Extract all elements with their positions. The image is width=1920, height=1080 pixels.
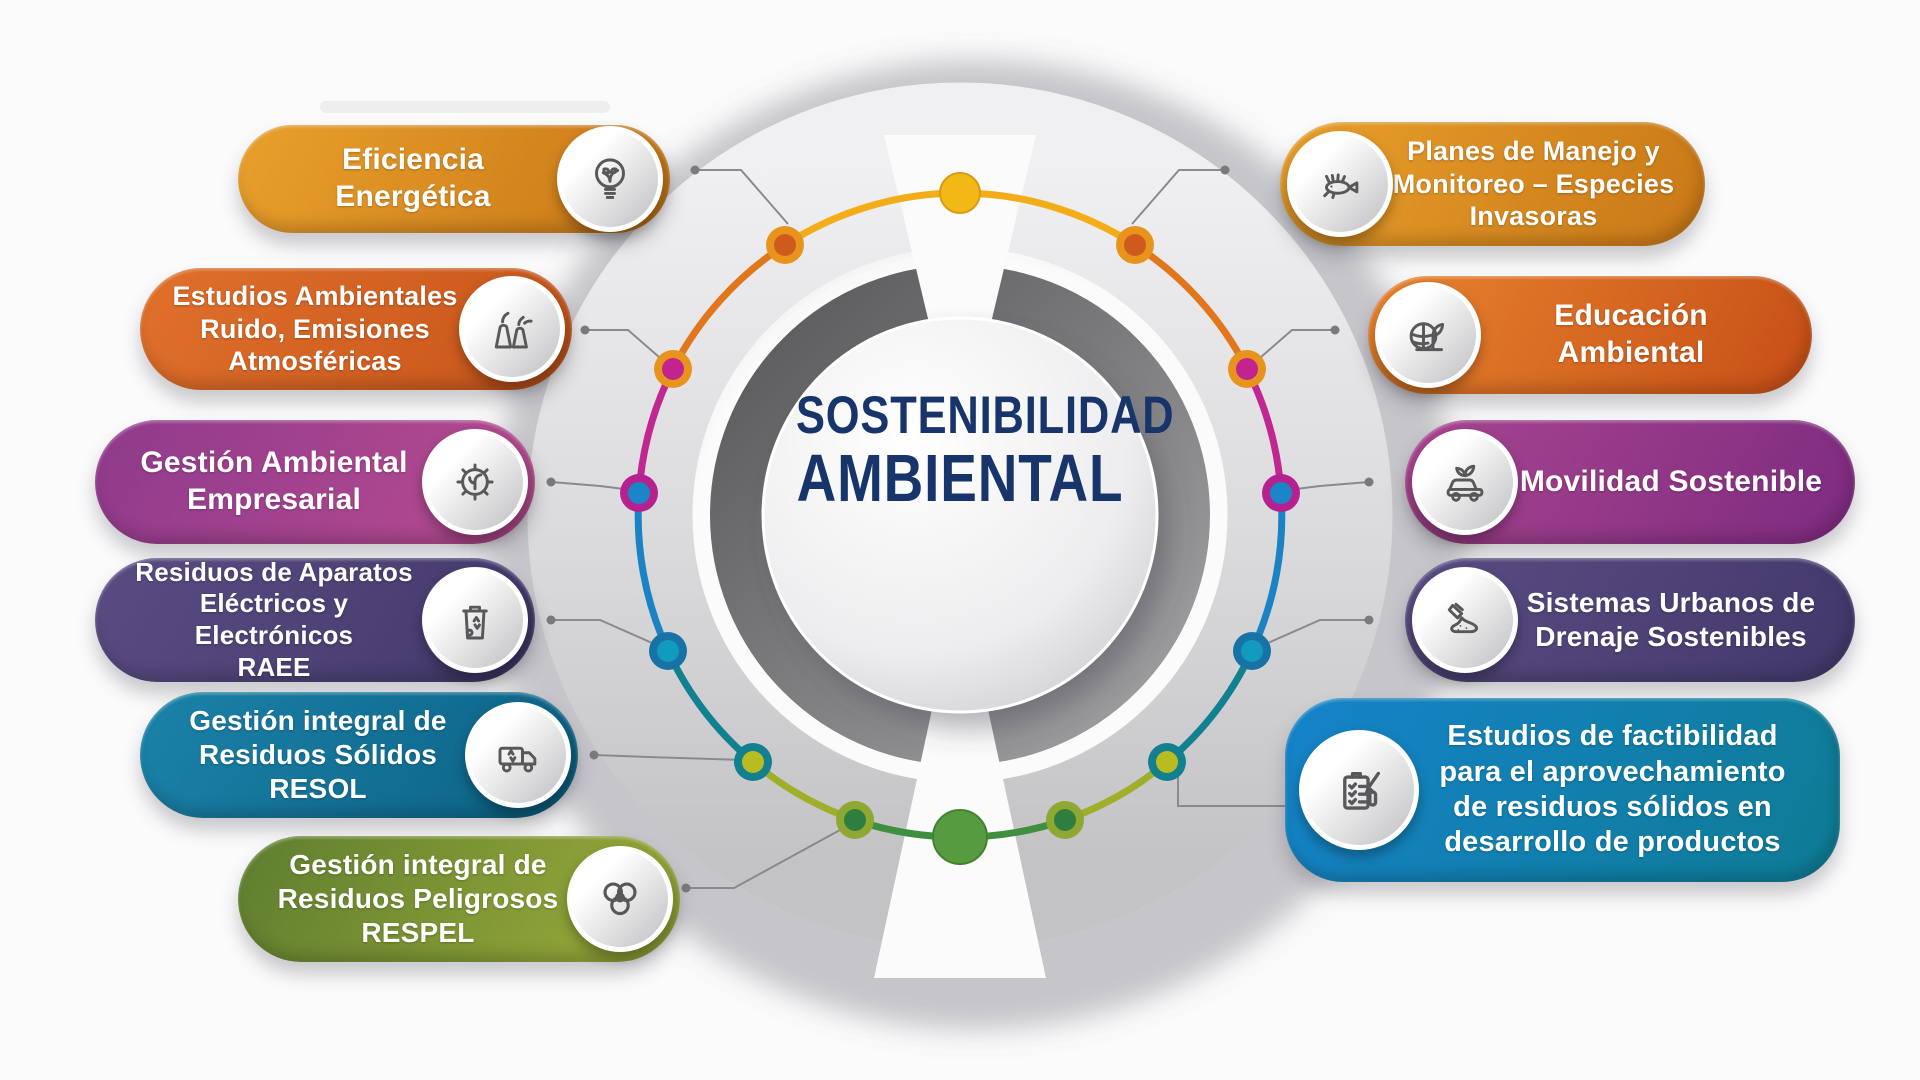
page-title: SOSTENIBILIDAD AMBIENTAL — [796, 386, 1175, 516]
recycle-bin-icon — [422, 567, 528, 673]
pill-residuos-solidos-resol[interactable]: Gestión integral de Residuos Sólidos RES… — [140, 692, 578, 818]
globe-sprout-icon — [1375, 282, 1481, 388]
title-line-1: SOSTENIBILIDAD — [796, 386, 1175, 445]
dot-5-oclock — [1148, 743, 1186, 781]
bottom-wedge — [874, 580, 1046, 978]
pill-label: Sistemas Urbanos de Drenaje Sostenibles — [1526, 586, 1816, 652]
dot-2-oclock — [1228, 350, 1266, 388]
pill-label: Gestión integral de Residuos Sólidos RES… — [189, 704, 447, 805]
dot-7-oclock — [734, 743, 772, 781]
drainage-icon — [1412, 567, 1518, 673]
pill-label: Gestión Ambiental Empresarial — [140, 446, 408, 516]
lionfish-icon — [1287, 131, 1393, 237]
dot-9-oclock — [620, 474, 658, 512]
pill-gestion-ambiental-empresarial[interactable]: Gestión Ambiental Empresarial — [95, 420, 535, 544]
pill-eficiencia-energetica[interactable]: Eficiencia Energética — [238, 125, 670, 233]
pill-label: Gestión integral de Residuos Peligrosos … — [277, 848, 559, 949]
top-dot — [939, 172, 981, 214]
center-circle — [761, 316, 1159, 714]
pill-estudios-ambientales[interactable]: Estudios Ambientales Ruido, Emisiones At… — [140, 268, 572, 390]
dot-630-oclock — [836, 801, 874, 839]
pill-label: Estudios Ambientales Ruido, Emisiones At… — [172, 280, 458, 377]
pill-residuos-peligrosos-respel[interactable]: Gestión integral de Residuos Peligrosos … — [238, 836, 680, 962]
dot-10-oclock — [654, 350, 692, 388]
pill-movilidad-sostenible[interactable]: Movilidad Sostenible — [1405, 420, 1855, 544]
gear-sprout-icon — [422, 429, 528, 535]
pill-label: Residuos de Aparatos Eléctricos y Electr… — [135, 556, 413, 682]
pill-educacion-ambiental[interactable]: Educación Ambiental — [1368, 276, 1812, 394]
dot-8-oclock — [649, 632, 687, 670]
eco-car-icon — [1412, 429, 1518, 535]
pill-label: Estudios de factibilidad para el aprovec… — [1439, 720, 1786, 859]
emission-towers-icon — [459, 276, 565, 382]
biohazard-icon — [567, 846, 673, 952]
decorative-artifact — [320, 101, 610, 113]
bottom-dot — [932, 809, 988, 865]
top-wedge — [884, 135, 1036, 452]
lightbulb-leaf-icon — [557, 126, 663, 232]
dot-4-oclock — [1233, 632, 1271, 670]
pill-estudios-factibilidad[interactable]: Estudios de factibilidad para el aprovec… — [1285, 698, 1840, 882]
dot-11-oclock — [766, 226, 804, 264]
checklist-lab-icon — [1299, 730, 1419, 850]
ring-dots — [620, 172, 1300, 865]
pill-sistemas-urbanos-drenaje[interactable]: Sistemas Urbanos de Drenaje Sostenibles — [1405, 558, 1855, 682]
dot-1-oclock — [1116, 226, 1154, 264]
pill-label: Educación Ambiental — [1554, 299, 1708, 369]
connector-lines — [546, 165, 1374, 893]
garbage-truck-icon — [465, 702, 571, 808]
title-line-2: AMBIENTAL — [796, 440, 1124, 516]
pill-planes-manejo-especies-invasoras[interactable]: Planes de Manejo y Monitoreo – Especies … — [1280, 122, 1705, 246]
pill-residuos-raee[interactable]: Residuos de Aparatos Eléctricos y Electr… — [95, 556, 535, 682]
dot-530-oclock — [1046, 801, 1084, 839]
pill-label: Eficiencia Energética — [335, 143, 491, 213]
pill-label: Movilidad Sostenible — [1519, 464, 1823, 498]
pill-label: Planes de Manejo y Monitoreo – Especies … — [1392, 135, 1675, 232]
dot-3-oclock — [1262, 474, 1300, 512]
